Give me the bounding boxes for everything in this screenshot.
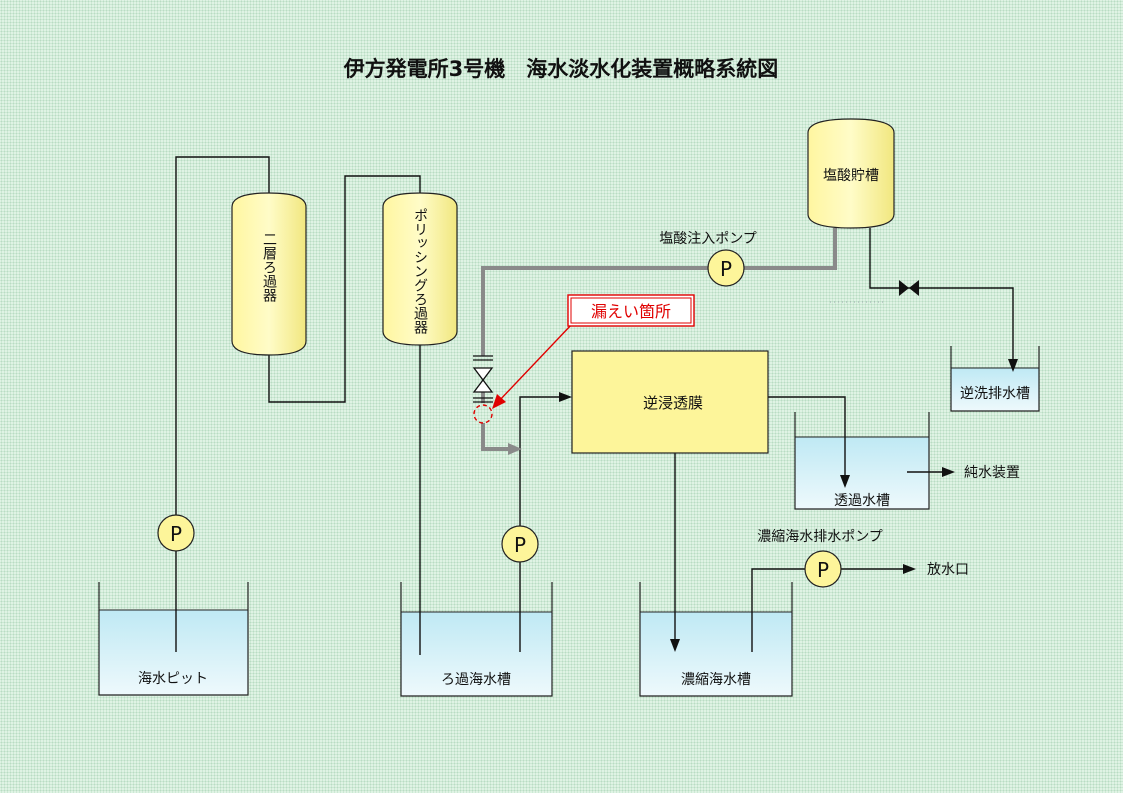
hcl-injection-pump: P	[707, 249, 745, 287]
backwash-drain-tank	[950, 346, 1040, 412]
leak-label: 漏えい箇所	[591, 302, 671, 321]
pure-water-label: 純水装置	[964, 465, 1020, 481]
hcl-injection-line	[481, 228, 837, 451]
flow-arrows	[559, 359, 1018, 652]
filtered-seawater-pump: P	[501, 525, 539, 563]
outfall-label: 放水口	[927, 562, 969, 578]
backwash-drain-label: 逆洗排水槽	[960, 386, 1030, 402]
dual-media-filter	[231, 192, 307, 356]
ro-membrane-unit	[571, 350, 769, 454]
filtered-seawater-label: ろ過海水槽	[441, 672, 511, 688]
hcl-storage-tank	[807, 118, 895, 229]
leak-pointer-head	[492, 394, 506, 409]
svg-text:P: P	[817, 558, 829, 582]
concentrate-tank-label: 濃縮海水槽	[681, 672, 751, 688]
permeate-tank-label: 透過水槽	[834, 493, 890, 509]
svg-text:P: P	[170, 522, 182, 546]
leak-marker	[473, 404, 493, 424]
leak-pointer	[497, 322, 574, 403]
dual-media-filter-label: 二層ろ過器	[261, 232, 277, 302]
permeate-tank	[794, 412, 930, 510]
seawater-pit-pump: P	[157, 514, 195, 552]
leak-label-box: 漏えい箇所	[567, 294, 695, 327]
piping	[175, 156, 1014, 655]
concentrate-tank	[639, 582, 793, 697]
diagram-title: 伊方発電所3号機 海水淡水化装置概略系統図	[343, 57, 779, 81]
filtered-seawater-tank	[400, 582, 553, 697]
ro-membrane-label: 逆浸透膜	[643, 394, 703, 412]
svg-text:P: P	[720, 257, 732, 281]
valve-icon	[472, 355, 494, 403]
hcl-arrow	[508, 443, 522, 455]
svg-text:P: P	[514, 533, 526, 557]
hcl-storage-label: 塩酸貯槽	[823, 168, 879, 184]
concentrate-pump-label: 濃縮海水排水ポンプ	[757, 529, 883, 545]
concentrate-drain-pump: P	[804, 550, 842, 588]
seawater-pit-label: 海水ピット	[138, 671, 208, 687]
seawater-pit-tank	[98, 582, 249, 696]
check-valve	[899, 280, 919, 296]
polishing-filter-label: ポリッシングろ過器	[412, 208, 428, 334]
hcl-pump-label: 塩酸注入ポンプ	[659, 231, 757, 247]
polishing-filter	[382, 192, 458, 346]
